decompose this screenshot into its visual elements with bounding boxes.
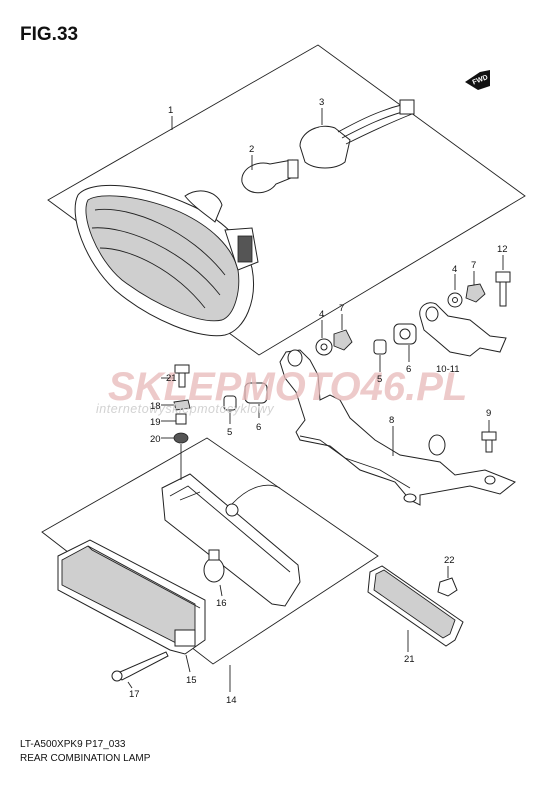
callout-10-11: 10-11 (436, 364, 460, 375)
figure-code: LT-A500XPK9 P17_033 (20, 739, 126, 750)
bulb-part-15 (203, 549, 225, 583)
callout-labels: 1 2 3 4 7 12 4 7 5 6 10-11 21 18 19 20 5… (129, 97, 508, 706)
grommet-part-6-b (244, 382, 268, 404)
bolt-part-12 (495, 271, 511, 307)
nut-part-7-b (333, 329, 353, 351)
callout-6-b: 6 (256, 422, 261, 433)
callout-21: 21 (404, 654, 415, 665)
grommet-part-6-a (393, 323, 417, 345)
washer-part-17 (173, 399, 191, 411)
callout-4-a: 4 (452, 264, 457, 275)
nut-part-22 (437, 577, 458, 597)
collar-part-5-b (223, 395, 237, 411)
fwd-arrow-icon: FWD (465, 70, 490, 90)
callout-5-a: 5 (377, 374, 382, 385)
bulb-part-2 (241, 159, 299, 194)
callout-17: 18 (150, 401, 161, 412)
watermark-sub: internetowysklepmotocyklowy (96, 402, 274, 416)
callout-12: 12 (497, 244, 508, 255)
callout-2: 2 (249, 144, 254, 155)
collar-part-5-a (373, 339, 387, 355)
screw-part-16 (111, 651, 169, 682)
bolt-part-9 (481, 431, 497, 453)
callout-13: 14 (226, 695, 237, 706)
collar-part-18 (175, 413, 187, 425)
callout-18: 19 (150, 417, 161, 428)
callout-9: 9 (486, 408, 491, 419)
callout-20: 21 (166, 373, 177, 384)
figure-title: FIG.33 (20, 24, 79, 45)
callout-14: 15 (186, 675, 197, 686)
callout-16: 17 (129, 689, 140, 700)
lamp-base-part-14 (161, 473, 301, 607)
screw-part-20 (174, 364, 190, 388)
nut-part-7-a (465, 283, 486, 303)
callout-1: 1 (168, 105, 173, 116)
callout-3: 3 (319, 97, 324, 108)
socket-part-3 (299, 99, 415, 169)
callout-7-a: 7 (471, 260, 476, 271)
watermark-brand: SKLEPMOTO46.PL (108, 365, 467, 409)
callout-8: 8 (389, 415, 394, 426)
bracket-part-8 (279, 349, 516, 506)
callout-6-a: 6 (406, 364, 411, 375)
callout-7-b: 7 (339, 303, 344, 314)
nut-part-19 (173, 432, 189, 444)
reflector-part-21 (367, 565, 464, 647)
bracket-part-10-11 (419, 302, 507, 357)
callout-4-b: 4 (319, 309, 324, 320)
callout-5-b: 5 (227, 427, 232, 438)
figure-name: REAR COMBINATION LAMP (20, 753, 151, 764)
lens-part-14 (57, 539, 206, 655)
lamp-housing-part-1 (74, 184, 259, 337)
callout-19: 20 (150, 434, 161, 445)
callout-22: 22 (444, 555, 455, 566)
callout-15: 16 (216, 598, 227, 609)
